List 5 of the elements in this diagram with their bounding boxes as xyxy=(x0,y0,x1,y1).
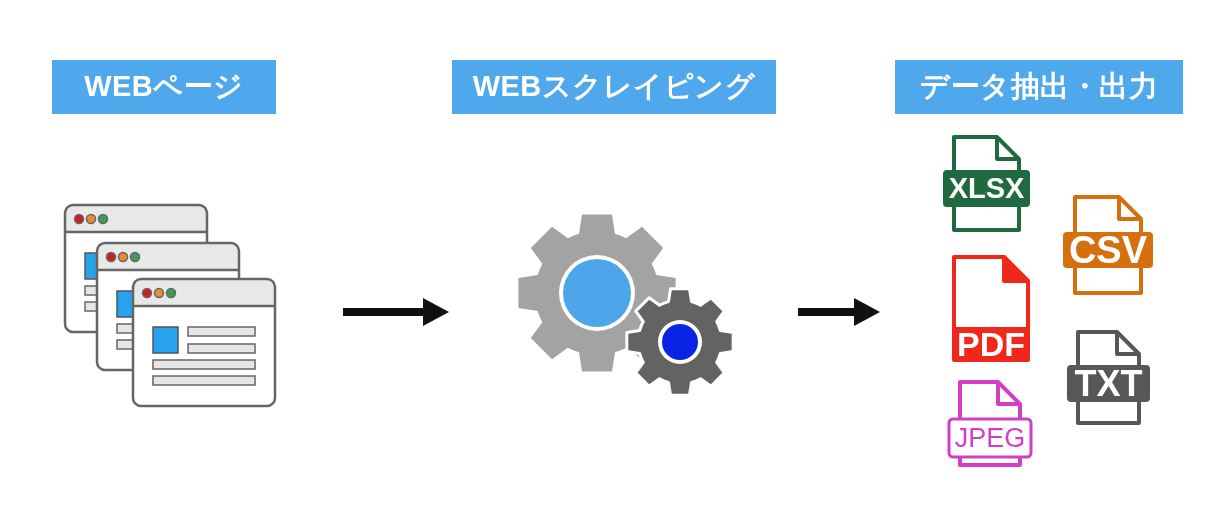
title-banner: WEBページ xyxy=(52,60,276,114)
file-document: PDF xyxy=(952,255,1030,362)
title-banner: WEBスクレイピング xyxy=(452,60,776,114)
browser-windows-illustration xyxy=(63,203,277,408)
title-banner: データ抽出・出力 xyxy=(895,60,1183,114)
